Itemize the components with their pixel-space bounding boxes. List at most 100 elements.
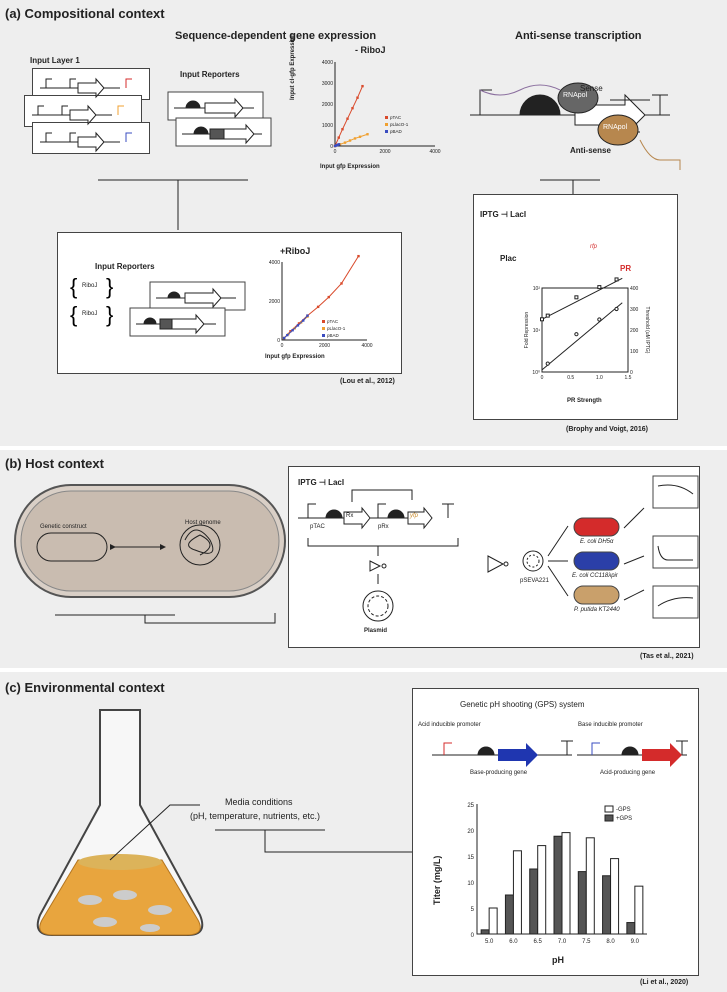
fit-line-fold [541,277,623,320]
panel-c-title: (c) Environmental context [5,680,165,695]
cite-brophy: (Brophy and Voigt, 2016) [566,426,648,433]
x-tick-label: 0 [281,343,284,349]
prx-b: pRx [378,524,389,530]
data-point [340,282,343,285]
acid-promoter: Acid inducible promoter [418,722,481,728]
rfp-label: rfp [590,244,598,250]
acid-gene: Acid-producing gene [600,770,656,776]
bar-plus-gps [602,875,612,935]
flask [36,709,204,936]
x-tick-label: 0.5 [567,375,574,381]
y2-tick-label: 300 [630,307,639,313]
riboj-reporters: { } { } [70,274,246,337]
legend-marker [322,320,325,323]
base-promoter: Base inducible promoter [578,722,643,728]
data-point [286,333,289,337]
brophy-box [473,194,678,420]
legend-marker [322,327,325,330]
bar-minus-gps [585,837,595,935]
axis [281,262,367,341]
bar-plus-gps [553,835,563,935]
axis [334,62,435,147]
genetic-construct: Genetic construct [40,524,87,530]
data-point [343,141,347,144]
legend-marker [322,334,325,337]
data-point [296,324,300,327]
plac-label: Plac [500,254,517,263]
panel-a-title: (a) Compositional context [5,6,165,21]
x-tick-label: 1.5 [625,375,632,381]
gps-diagram [432,740,688,767]
sense-label: Sense [580,84,603,93]
x-tick-label: 6.0 [509,939,518,945]
y2-tick-label: 0 [630,370,633,376]
series-line [283,255,359,339]
y-tick-label: 3000 [322,81,333,87]
svg-text:}: } [106,274,113,299]
data-point [353,137,357,140]
y-tick-label: 20 [467,829,474,835]
norib-xlabel: Input gfp Expression [320,164,380,170]
y-tick-label: 10² [533,286,541,292]
data-point [327,295,330,299]
data-point [366,133,369,136]
x-tick-label: 6.5 [534,939,543,945]
bar-minus-gps [561,832,571,935]
x-tick-label: 7.5 [582,939,591,945]
y-tick-label: 0 [330,144,333,150]
data-point [351,107,354,110]
data-point [358,135,362,138]
input-reporters-2: Input Reporters [95,262,155,271]
legend-marker [604,814,614,822]
cite-lou: (Lou et al., 2012) [340,378,395,385]
legend-label: +GPS [616,816,632,822]
bar-plus-gps [529,868,539,935]
y-tick-label: 5 [471,907,475,913]
norib-title: - RiboJ [355,45,386,55]
host-genome: Host genome [185,520,221,526]
yfp-b: yfp [410,513,419,519]
legend-label: pLlacO-1 [390,122,409,127]
media-label: Media conditions [225,797,293,807]
bar-plus-gps [504,894,514,935]
y2-tick-label: 100 [630,349,639,355]
plot-frame [541,287,629,373]
data-point [540,317,544,322]
data-point [302,319,305,322]
fit-line-threshold [541,302,623,371]
x-tick-label: 4000 [361,343,372,349]
bar-plus-gps [626,922,636,935]
data-point [337,143,341,146]
riboj-label-2: RiboJ [82,311,98,317]
norib-ylabel: Input cl-gfp Expression [290,33,296,100]
legend-marker [385,130,388,133]
x-tick-label: 8.0 [606,939,615,945]
input-layer-label: Input Layer 1 [30,56,80,65]
y-tick-label: 10⁰ [532,370,540,376]
data-point [348,139,352,142]
y-tick-label: 25 [467,803,474,809]
data-point [357,254,360,258]
data-point [306,314,309,317]
legend-marker [604,805,614,813]
legend-label: pTAC [390,115,402,120]
bar-minus-gps [537,845,547,935]
host-3: P. putida KT2440 [574,607,620,613]
y2-axis-label: Threshold (uM IPTG) [644,307,650,354]
svg-text:{: { [70,302,77,327]
data-point [614,277,619,282]
x-tick-label: 0 [541,375,544,381]
host-1: E. coli DH5α [580,539,614,545]
x-tick-label: 7.0 [558,939,567,945]
tas-graphics [298,475,699,622]
rnapol-label-2: RNApol [603,124,628,131]
iptg-b: IPTG ⊣ LacI [298,478,345,487]
y2-tick-label: 200 [630,328,639,334]
legend-label: -GPS [616,807,631,813]
data-point [597,285,602,290]
media-sub: (pH, temperature, nutrients, etc.) [190,811,321,821]
cite-tas: (Tas et al., 2021) [640,653,694,660]
gps-xlabel: pH [552,955,564,965]
data-point [297,322,301,325]
